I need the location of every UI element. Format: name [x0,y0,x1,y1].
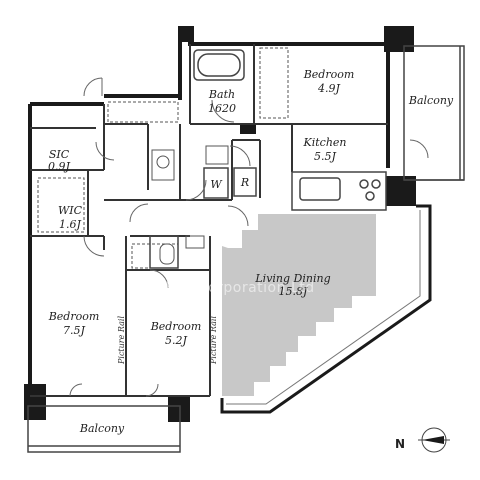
living-dining-size: 15.8J [279,285,308,298]
watermark-text: Ken Corporation Ltd [165,280,314,296]
picture-rail-right: Picture Rail [209,316,218,365]
bedroom-top-label: Bedroom [303,68,355,81]
compass-north-label: N [395,437,405,451]
compass-icon: N [395,427,450,453]
living-dining-label: Living Dining [254,272,330,285]
fixtures [151,145,229,265]
sic-size: 0.9J [48,160,70,173]
right-balcony-outline [403,45,465,181]
bedroom-middle-label: Bedroom [150,320,202,333]
kitchen-counter [291,171,387,211]
balcony-bottom-label: Balcony [79,422,125,435]
bedroom-middle-size: 5.2J [165,334,187,347]
bath-size: 1620 [208,102,236,115]
door-swings [69,77,429,397]
balcony-right-label: Balcony [408,94,454,107]
appliance-boxes [149,167,257,269]
kitchen-size: 5.5J [314,150,336,163]
structural-columns [24,26,416,422]
bedroom-left-size: 7.5J [63,324,85,337]
washer-tag: W [210,178,223,191]
interior-walls [30,44,388,397]
bathtub [193,49,245,81]
kitchen-label: Kitchen [303,136,347,149]
wic-size: 1.6J [59,218,81,231]
wic-label: WIC [58,204,83,217]
angled-window-glass [226,210,421,405]
bath-label: Bath [208,88,235,101]
bedroom-left-label: Bedroom [48,310,100,323]
angled-window-wall [220,204,432,414]
picture-rail-left: Picture Rail [117,316,126,365]
bottom-balcony-outline [27,405,181,453]
refrigerator-tag: R [240,176,249,189]
sic-label: SIC [49,148,70,161]
bedroom-top-size: 4.9J [317,82,340,95]
living-dining-floor [222,214,376,396]
